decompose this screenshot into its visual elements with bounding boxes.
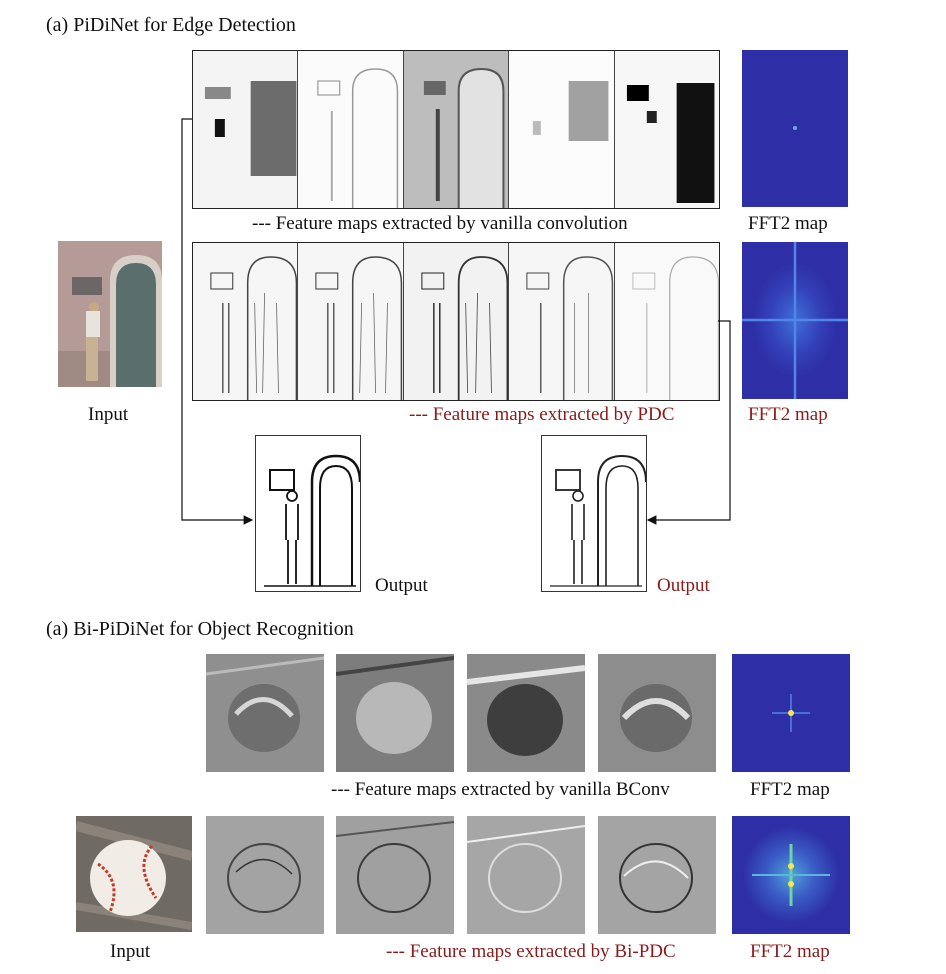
bconv-map-4 bbox=[598, 654, 716, 772]
pdc-caption: --- Feature maps extracted by PDC bbox=[409, 404, 675, 425]
bi-pdc-map-2 bbox=[336, 816, 454, 934]
pdc-map-1 bbox=[193, 243, 299, 400]
bi-pdc-map-4 bbox=[598, 816, 716, 934]
input-photo-door bbox=[58, 241, 162, 387]
bconv-map-1 bbox=[206, 654, 324, 772]
vanilla-conv-map-4 bbox=[509, 51, 615, 208]
vanilla-conv-caption: --- Feature maps extracted by vanilla co… bbox=[252, 213, 628, 234]
vanilla-conv-map-5 bbox=[614, 51, 720, 208]
pdc-map-5 bbox=[614, 243, 720, 400]
fft2-label-bottom-2: FFT2 map bbox=[750, 941, 830, 962]
bi-pdc-map-3 bbox=[467, 816, 585, 934]
output-label-left: Output bbox=[375, 575, 428, 596]
fft2-label-top-1: FFT2 map bbox=[748, 213, 828, 234]
vanilla-bconv-caption: --- Feature maps extracted by vanilla BC… bbox=[331, 779, 670, 800]
bi-pdc-map-1 bbox=[206, 816, 324, 934]
vanilla-conv-feature-strip bbox=[192, 50, 720, 209]
pdc-feature-strip bbox=[192, 242, 720, 401]
bconv-map-2 bbox=[336, 654, 454, 772]
fft2-map-vanilla-conv bbox=[742, 50, 848, 207]
fft2-label-top-2: FFT2 map bbox=[748, 404, 828, 425]
output-edge-map-left bbox=[255, 435, 361, 592]
pdc-map-4 bbox=[509, 243, 615, 400]
bi-pdc-caption: --- Feature maps extracted by Bi-PDC bbox=[386, 941, 676, 962]
fft2-label-bottom-1: FFT2 map bbox=[750, 779, 830, 800]
output-label-right: Output bbox=[657, 575, 710, 596]
input-label-top: Input bbox=[88, 404, 129, 425]
output-edge-map-right bbox=[541, 435, 647, 592]
fft2-map-vanilla-bconv bbox=[732, 654, 850, 772]
section-title-edge-detection: (a) PiDiNet for Edge Detection bbox=[46, 14, 296, 36]
bconv-map-3 bbox=[467, 654, 585, 772]
input-photo-baseball bbox=[76, 816, 192, 932]
vanilla-conv-map-2 bbox=[298, 51, 404, 208]
vanilla-conv-map-3 bbox=[403, 51, 510, 208]
input-label-bottom: Input bbox=[110, 941, 151, 962]
pdc-map-2 bbox=[298, 243, 404, 400]
pdc-map-3 bbox=[403, 243, 510, 400]
vanilla-conv-map-1 bbox=[193, 51, 299, 208]
section-title-object-recognition: (a) Bi-PiDiNet for Object Recognition bbox=[46, 618, 354, 640]
fft2-map-pdc bbox=[742, 242, 848, 399]
fft2-map-bi-pdc bbox=[732, 816, 850, 934]
